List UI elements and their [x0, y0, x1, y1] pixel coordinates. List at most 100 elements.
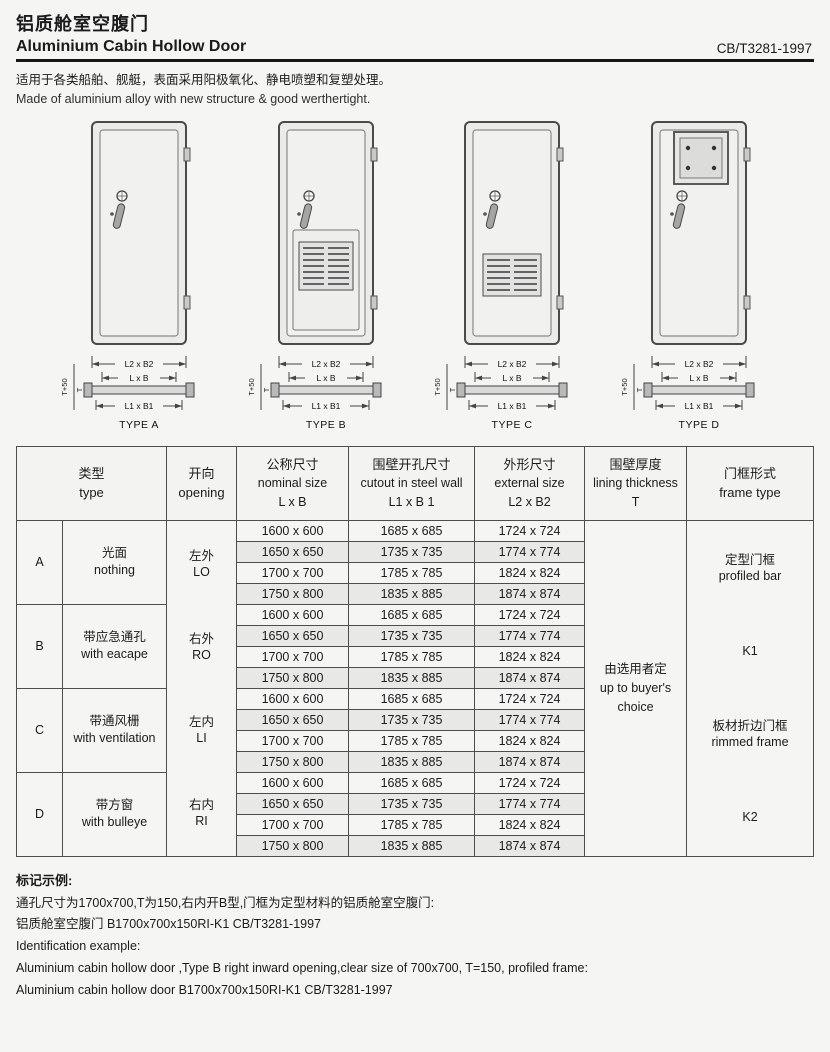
standard-number: CB/T3281-1997: [716, 41, 812, 56]
dim-label-lxb: L x B: [316, 373, 335, 383]
dim-label-t50: T+50: [433, 378, 442, 395]
door-drawing: [464, 120, 564, 345]
page-title-zh: 铝质舱室空腹门: [16, 14, 149, 34]
opening-cell: 左外 LO 右外 RO 左内 LI 右内 RI: [166, 519, 238, 857]
cutout-size-cell: 1835 x 885: [348, 834, 476, 857]
external-size-cell: 1774 x 774: [474, 540, 586, 563]
external-size-cell: 1874 x 874: [474, 666, 586, 689]
header-lining-en: lining thickness: [593, 476, 678, 491]
external-size-cell: 1774 x 774: [474, 624, 586, 647]
type-label: TYPE C: [492, 419, 533, 431]
header-external-zh: 外形尺寸: [503, 456, 556, 472]
dim-label-t: T: [262, 387, 271, 392]
cutout-size-cell: 1785 x 785: [348, 813, 476, 836]
nominal-size-cell: 1600 x 600: [236, 771, 350, 794]
door-handle-icon: [670, 190, 688, 229]
dim-label-l1b1: L1 x B1: [685, 401, 714, 411]
type-desc-en: with ventilation: [73, 731, 156, 746]
cutout-size-cell: 1735 x 735: [348, 540, 476, 563]
door-handle-icon: [483, 190, 501, 229]
header-nominal-en: nominal size: [257, 476, 328, 491]
example-label-zh: 标记示例:: [16, 872, 73, 888]
dim-label-lxb: L x B: [129, 373, 148, 383]
door-diagram-type-c: L2 x B2 L x B L1 x B1 T+50 T TYPE C: [433, 120, 568, 431]
dim-label-t50: T+50: [620, 378, 629, 395]
cutout-size-cell: 1835 x 885: [348, 666, 476, 689]
header-type-en: type: [79, 485, 104, 501]
header-external-en: external size: [494, 476, 565, 491]
opening-lo: 左外 LO: [169, 548, 234, 581]
cutout-size-cell: 1685 x 685: [348, 603, 476, 626]
type-desc-b: 带应急通孔 with eacape: [61, 603, 168, 689]
header-nominal-size: 公称尺寸 nominal size L x B: [236, 445, 350, 521]
lining-en-2: choice: [617, 699, 654, 714]
door-diagram-type-d: L2 x B2 L x B L1 x B1 T+50 T TYPE D: [620, 120, 755, 431]
dim-label-t50: T+50: [60, 378, 69, 395]
hinge-icon: [183, 295, 191, 310]
table-row: D 带方窗 with bulleye 1600 x 600 1685 x 685…: [16, 771, 814, 857]
type-desc-d: 带方窗 with bulleye: [61, 771, 168, 857]
cutout-size-cell: 1785 x 785: [348, 561, 476, 584]
type-desc-en: with bulleye: [81, 815, 148, 830]
external-size-cell: 1874 x 874: [474, 834, 586, 857]
hinge-icon: [743, 295, 751, 310]
door-handle-icon: [110, 190, 128, 229]
header-external-sub: L2 x B2: [508, 495, 551, 509]
external-size-cell: 1874 x 874: [474, 582, 586, 605]
identification-example: 标记示例: 通孔尺寸为1700x700,T为150,右内开B型,门框为定型材料的…: [16, 870, 814, 1002]
dim-label-l1b1: L1 x B1: [125, 401, 154, 411]
nominal-size-cell: 1600 x 600: [236, 519, 350, 542]
cutout-size-cell: 1685 x 685: [348, 687, 476, 710]
external-size-cell: 1724 x 724: [474, 687, 586, 710]
external-size-cell: 1774 x 774: [474, 708, 586, 731]
header-opening-en: opening: [178, 485, 225, 501]
section-diagram: L2 x B2 L x B L1 x B1 T+50 T TYPE D: [620, 355, 755, 431]
cutout-size-cell: 1835 x 885: [348, 750, 476, 773]
type-desc-c: 带通风栅 with ventilation: [61, 687, 168, 773]
nominal-size-cell: 1600 x 600: [236, 687, 350, 710]
description-en: Made of aluminium alloy with new structu…: [16, 92, 371, 107]
hinge-icon: [370, 295, 378, 310]
page-title-en: Aluminium Cabin Hollow Door: [16, 38, 247, 55]
lining-en-1: up to buyer's: [599, 680, 672, 695]
dim-label-t: T: [75, 387, 84, 392]
type-letter-c: C: [16, 687, 63, 773]
table-row: 1750 x 800 1835 x 885 1874 x 874: [17, 582, 814, 605]
opening-ri-en: RI: [195, 813, 208, 828]
door-drawing: [277, 120, 378, 345]
opening-li-en: LI: [196, 730, 207, 745]
nominal-size-cell: 1700 x 700: [236, 813, 350, 836]
nominal-size-cell: 1700 x 700: [236, 729, 350, 752]
header-cutout-sub: L1 x B 1: [388, 495, 435, 509]
example-line2-zh: 铝质舱室空腹门 B1700x700x150RI-K1 CB/T3281-1997: [16, 917, 322, 932]
table-row: 1650 x 650 1735 x 735 1774 x 774: [17, 708, 814, 731]
table-row: 1750 x 800 1835 x 885 1874 x 874: [17, 666, 814, 689]
header-cutout: 围壁开孔尺寸 cutout in steel wall L1 x B 1: [348, 445, 476, 521]
nominal-size-cell: 1650 x 650: [236, 624, 350, 647]
type-desc-zh: 带应急通孔: [83, 630, 146, 645]
header-frame-type: 门框形式 frame type: [686, 445, 814, 521]
type-desc-zh: 光面: [102, 546, 128, 561]
dim-label-lxb: L x B: [503, 373, 522, 383]
dim-label-l1b1: L1 x B1: [311, 401, 340, 411]
external-size-cell: 1724 x 724: [474, 603, 586, 626]
frame-type-cell: 定型门框 profiled bar K1 板材折边门框 rimmed frame…: [686, 519, 814, 857]
header-type: 类型 type: [15, 445, 168, 521]
example-line2-en: Aluminium cabin hollow door B1700x700x15…: [16, 983, 393, 997]
document-page: 铝质舱室空腹门 Aluminium Cabin Hollow Door CB/T…: [15, 14, 814, 1002]
dim-label-l2b2: L2 x B2: [125, 359, 154, 369]
frame-k2-en: rimmed frame: [711, 735, 789, 750]
section-diagram: L2 x B2 L x B L1 x B1 T+50 T TYPE C: [433, 355, 568, 431]
opening-li-zh: 左内: [189, 714, 215, 729]
frame-k1-label: 定型门框 profiled bar: [689, 552, 811, 585]
cutout-size-cell: 1685 x 685: [348, 519, 476, 542]
door-drawing: [650, 120, 751, 345]
type-desc-zh: 带方窗: [95, 798, 134, 813]
opening-ro: 右外 RO: [169, 631, 234, 664]
external-size-cell: 1774 x 774: [474, 792, 586, 815]
header-nominal-zh: 公称尺寸: [266, 456, 319, 472]
type-desc-en: nothing: [94, 563, 136, 578]
external-size-cell: 1874 x 874: [474, 750, 586, 773]
hinge-icon: [370, 147, 378, 162]
header-lining-thickness: 围壁厚度 lining thickness T: [584, 445, 688, 521]
